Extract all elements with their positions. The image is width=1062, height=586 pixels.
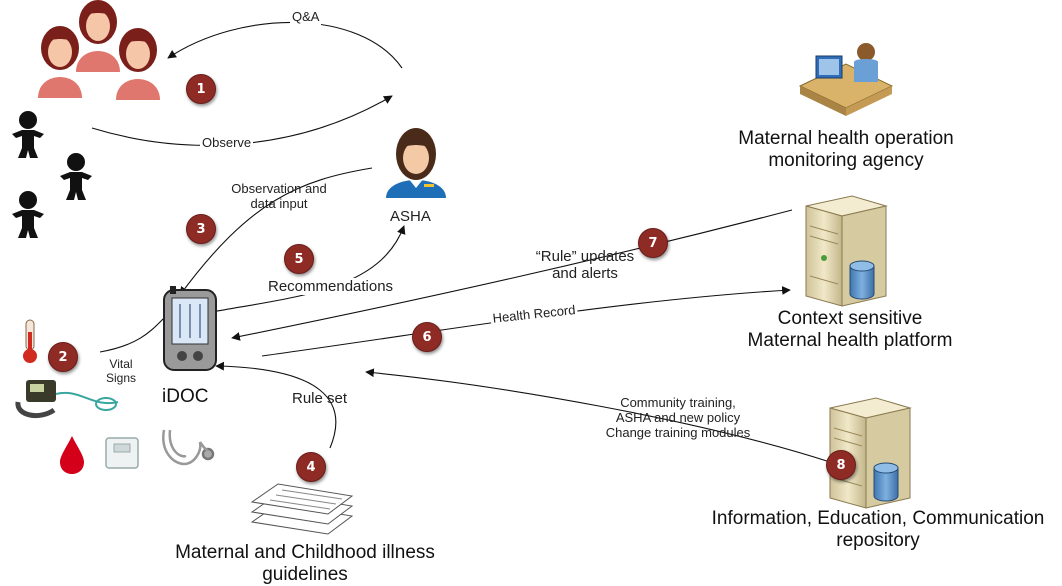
training-line-2: ASHA and new policy (615, 409, 741, 425)
iec-line-2: repository (836, 529, 920, 551)
thermometer-icon (23, 319, 37, 363)
rule-updates-arrow (231, 209, 793, 341)
agency-line-1: Maternal health operation (738, 128, 954, 149)
vital-signs-line-2: Signs (105, 370, 137, 385)
babies-icon (12, 111, 92, 238)
rule-set-label: Rule set (292, 390, 348, 407)
guidelines-documents-icon (250, 483, 354, 535)
agency-operator-icon (798, 43, 894, 116)
observe-label: Observe (200, 135, 254, 151)
vital-signs-label: Vital Signs (96, 357, 146, 386)
rule-updates-line-2: and alerts (552, 265, 618, 283)
step-badge-1: 1 (186, 74, 216, 104)
mothers-icon (38, 0, 160, 100)
guidelines-line-2: guidelines (262, 563, 348, 585)
platform-server-icon (805, 195, 888, 307)
guidelines-line-1: Maternal and Childhood illness (175, 542, 435, 563)
asha-label: ASHA (390, 208, 431, 225)
rule-updates-label: “Rule” updates and alerts (520, 248, 650, 283)
training-arrow (365, 368, 831, 463)
qa-arrow (167, 21, 403, 69)
vital-signs-line-1: Vital (109, 357, 133, 371)
step-badge-5: 5 (284, 244, 314, 274)
training-label: Community training, ASHA and new policy … (590, 395, 766, 441)
step-badge-7: 7 (638, 228, 668, 258)
weighing-scale-icon (105, 437, 139, 469)
guidelines-label: Maternal and Childhood illness guideline… (150, 542, 460, 586)
agency-line-2: monitoring agency (768, 149, 924, 171)
agency-label: Maternal health operation monitoring age… (716, 128, 976, 172)
recommendations-label: Recommendations (266, 278, 396, 296)
idoc-label: iDOC (162, 386, 209, 407)
rule-updates-line-1: “Rule” updates (535, 248, 635, 265)
iec-label: Information, Education, Communication re… (696, 508, 1060, 552)
stethoscope-icon (162, 429, 215, 466)
observation-input-arrow (179, 167, 373, 296)
step-badge-3: 3 (186, 214, 216, 244)
step-badge-2: 2 (48, 342, 78, 372)
bp-monitor-icon (15, 380, 119, 419)
vital-signs-connector (99, 315, 167, 353)
step-badge-6: 6 (412, 322, 442, 352)
step-badge-4: 4 (296, 452, 326, 482)
platform-label: Context sensitive Maternal health platfo… (720, 308, 980, 352)
iec-line-1: Information, Education, Communication (711, 508, 1045, 529)
platform-line-1: Context sensitive (777, 308, 923, 329)
qa-label: Q&A (290, 9, 322, 25)
training-line-1: Community training, (620, 395, 736, 410)
observation-input-label: Observation and data input (214, 181, 344, 212)
idoc-device-icon (163, 286, 217, 371)
observation-input-line-1: Observation and (231, 181, 327, 196)
step-badge-8: 8 (826, 450, 856, 480)
rule-set-arrow (215, 361, 337, 449)
training-line-3: Change training modules (605, 424, 751, 440)
observation-input-line-2: data input (250, 195, 308, 211)
blood-drop-icon (60, 436, 84, 474)
platform-line-2: Maternal health platform (747, 329, 953, 351)
asha-nurse-icon (386, 128, 446, 198)
